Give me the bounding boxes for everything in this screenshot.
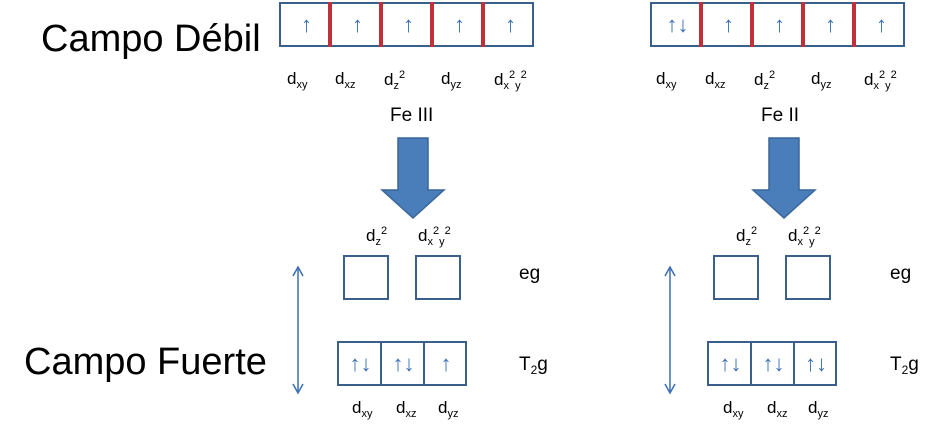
- left-energy-axis-icon: [292, 265, 304, 395]
- eg-orbital-box-dz2: [343, 255, 389, 300]
- eg-level-label: eg: [890, 263, 912, 284]
- spin-arrow: ↑: [301, 11, 312, 37]
- orbital-divider: [379, 2, 383, 47]
- orbital-divider: [423, 343, 425, 384]
- eg-label-dz2: dz2: [736, 225, 758, 248]
- right-energy-axis-icon: [664, 265, 676, 395]
- spin-arrow: ↑: [403, 11, 414, 37]
- orbital-label-dxz: dxz: [335, 69, 356, 91]
- right-t2g-orbital-box: ↑↓ ↑↓ ↑↓: [707, 341, 837, 386]
- orbital-divider: [852, 2, 856, 47]
- eg-orbital-box-dx2y2: [415, 255, 461, 300]
- spin-pair: ↑↓: [762, 350, 785, 376]
- spin-arrow: ↑: [876, 11, 887, 37]
- orbital-label-dx2y2: dx2y2: [864, 69, 897, 92]
- orbital-divider: [750, 343, 752, 384]
- right-big-down-arrow-icon: [751, 137, 817, 220]
- orbital-divider: [801, 2, 805, 47]
- eg-label-dx2y2: dx2y2: [418, 225, 451, 248]
- orbital-label-dz2: dz2: [384, 69, 406, 92]
- spin-arrow: ↑: [825, 11, 836, 37]
- orbital-label-dx2y2: dx2y2: [494, 69, 527, 92]
- eg-orbital-box-dx2y2: [785, 255, 831, 300]
- ion-label-fe2: Fe II: [761, 105, 800, 126]
- orbital-label-dxz: dxz: [705, 69, 726, 91]
- eg-level-label: eg: [519, 263, 541, 284]
- orbital-label-dyz: dyz: [441, 69, 462, 91]
- orbital-label-dxz: dxz: [767, 398, 788, 420]
- eg-label-dx2y2: dx2y2: [788, 225, 821, 248]
- orbital-label-dxz: dxz: [396, 398, 417, 420]
- spin-arrow: ↑: [723, 11, 734, 37]
- eg-label-dz2: dz2: [366, 225, 388, 248]
- orbital-label-dxy: dxy: [287, 69, 308, 91]
- t2g-level-label: T2g: [890, 354, 919, 377]
- orbital-label-dyz: dyz: [811, 69, 832, 91]
- orbital-divider: [328, 2, 332, 47]
- spin-pair: ↑↓: [392, 350, 415, 376]
- left-big-down-arrow-icon: [380, 137, 446, 220]
- spin-pair: ↑↓: [805, 350, 827, 376]
- orbital-label-dxy: dxy: [723, 398, 744, 420]
- spin-pair: ↑↓: [719, 350, 742, 376]
- orbital-label-dxy: dxy: [656, 69, 677, 91]
- left-t2g-orbital-box: ↑↓ ↑↓ ↑: [337, 341, 467, 386]
- ion-label-fe3: Fe III: [390, 105, 434, 126]
- t2g-level-label: T2g: [519, 354, 548, 377]
- orbital-label-dxy: dxy: [352, 398, 373, 420]
- strong-field-heading: Campo Fuerte: [24, 341, 267, 383]
- spin-arrow: ↑: [774, 11, 785, 37]
- spin-arrow: ↑: [440, 350, 452, 376]
- spin-pair: ↑↓: [349, 350, 372, 376]
- orbital-label-dz2: dz2: [754, 69, 776, 92]
- spin-arrow: ↑: [352, 11, 363, 37]
- orbital-divider: [380, 343, 382, 384]
- orbital-divider: [481, 2, 485, 47]
- weak-field-heading: Campo Débil: [41, 18, 261, 60]
- orbital-label-dyz: dyz: [438, 398, 459, 420]
- orbital-divider: [793, 343, 795, 384]
- eg-orbital-box-dz2: [713, 255, 759, 300]
- orbital-divider: [430, 2, 434, 47]
- left-weak-orbital-box: ↑ ↑ ↑ ↑ ↑: [279, 2, 534, 47]
- spin-arrow: ↑: [505, 11, 516, 37]
- spin-arrow: ↑↓: [666, 11, 689, 37]
- orbital-label-dyz: dyz: [808, 398, 829, 420]
- orbital-divider: [699, 2, 703, 47]
- spin-arrow: ↑: [454, 11, 465, 37]
- right-weak-orbital-box: ↑↓ ↑ ↑ ↑ ↑: [650, 2, 905, 47]
- orbital-divider: [750, 2, 754, 47]
